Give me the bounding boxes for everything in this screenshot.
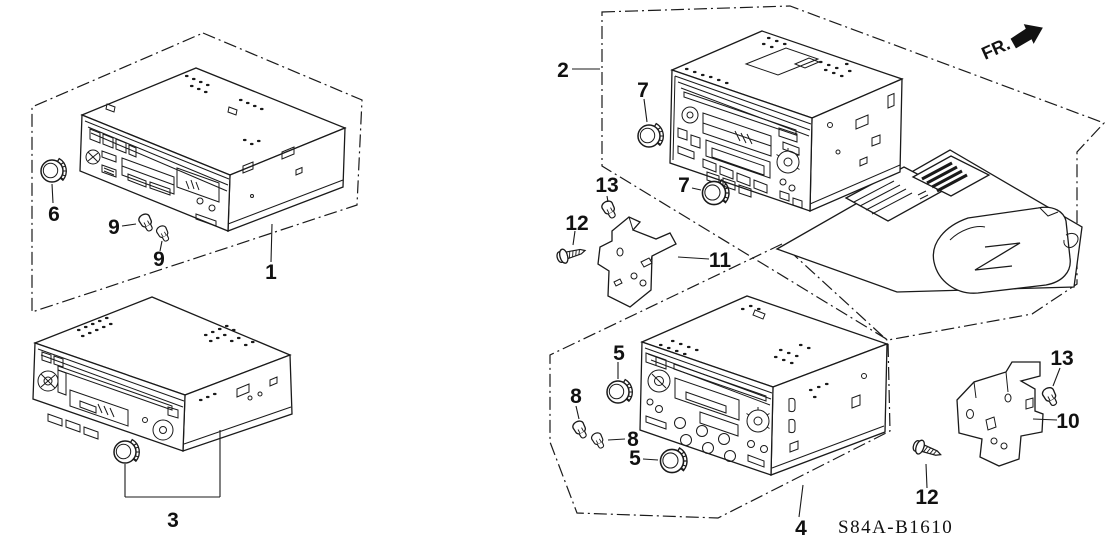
knob-6-icon	[40, 157, 68, 183]
callout-label-13b: 13	[1050, 347, 1073, 370]
callout-label-4: 4	[795, 517, 807, 540]
callout-label-13a: 13	[595, 174, 618, 197]
screw-13-upper-icon	[599, 198, 620, 221]
callout-label-8b: 8	[627, 428, 639, 451]
radio-unit-4	[639, 295, 889, 476]
callout-label-12b: 12	[915, 486, 938, 509]
knob-5-lower-icon	[659, 447, 688, 474]
callout-label-5a: 5	[613, 342, 625, 365]
callout-label-11: 11	[709, 249, 732, 272]
warning-label	[911, 155, 991, 197]
part-code-text: S84A-B1610	[838, 517, 953, 538]
callout-label-9a: 9	[108, 216, 120, 239]
bag-squiggle	[974, 242, 1021, 271]
bag-tie	[1039, 207, 1079, 248]
callout-label-10: 10	[1056, 410, 1079, 433]
callout-label-8a: 8	[570, 385, 582, 408]
screw-8-left-icon	[570, 418, 591, 441]
knob-7-upper-icon	[637, 122, 665, 148]
bracket-11	[597, 216, 677, 308]
group-boundary-1	[31, 32, 363, 313]
callout-label-7a: 7	[637, 79, 649, 102]
accessory-sheet	[775, 149, 1083, 294]
radio-unit-2	[669, 30, 904, 212]
callout-label-3: 3	[167, 509, 179, 532]
knob-7-lower-icon	[701, 179, 730, 206]
callout-label-1: 1	[265, 261, 277, 284]
callout-label-7b: 7	[678, 174, 690, 197]
parts-bag	[932, 206, 1079, 294]
callout-label-6: 6	[48, 203, 60, 226]
group-boundary-4	[549, 243, 891, 519]
leader-lines	[51, 68, 1061, 518]
radio-unit-1	[79, 67, 347, 232]
callout-label-5b: 5	[629, 447, 641, 470]
screw-9-right-icon	[154, 223, 173, 244]
screw-12-upper-icon	[554, 242, 588, 266]
fr-direction-arrow: FR.	[978, 24, 1043, 64]
knob-3-icon	[113, 438, 141, 464]
callout-label-2: 2	[557, 59, 569, 82]
screw-9-left-icon	[136, 211, 157, 234]
knob-5-upper-icon	[606, 378, 634, 404]
callout-label-12a: 12	[565, 212, 588, 235]
fr-label: FR.	[978, 34, 1013, 64]
radio-unit-3	[32, 296, 293, 452]
callout-label-9b: 9	[153, 248, 165, 271]
group-boundary-2	[601, 5, 1106, 341]
screw-8-right-icon	[589, 430, 608, 451]
screw-12-lower-icon	[910, 437, 944, 463]
screw-13-lower-icon	[1040, 385, 1061, 409]
bracket-10	[956, 361, 1044, 467]
fr-arrow-icon	[1010, 24, 1043, 49]
